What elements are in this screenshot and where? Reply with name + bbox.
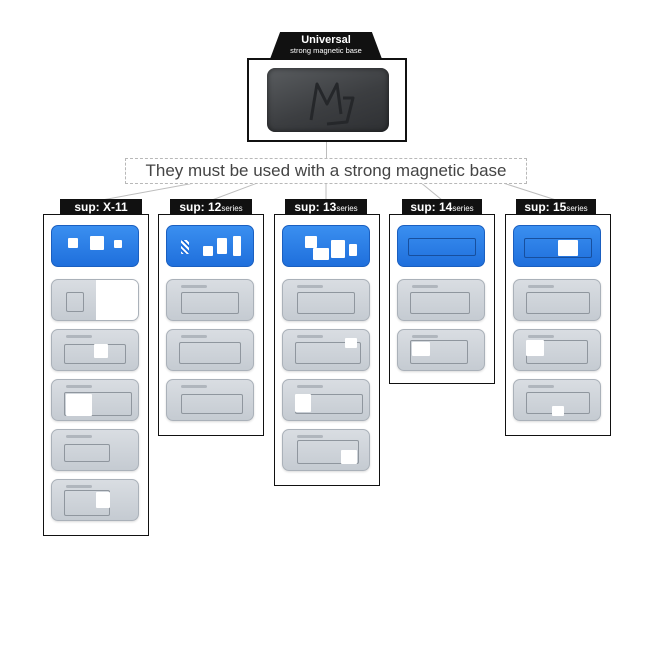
plate-blue: [166, 225, 254, 267]
plate-silver: [166, 379, 254, 421]
column-label-number: 13: [322, 200, 337, 214]
plate-blue: [397, 225, 485, 267]
column-12-frame: [158, 214, 264, 436]
plate-blue: [513, 225, 601, 267]
plate-silver: [166, 329, 254, 371]
column-label-text: sup: X-11: [74, 200, 128, 214]
connector-lines: [101, 181, 557, 201]
plate-silver: [513, 379, 601, 421]
plate-silver: [166, 279, 254, 321]
column-x11-frame: [43, 214, 149, 536]
plate-silver: [513, 279, 601, 321]
column-label-number: 14: [438, 200, 453, 214]
plate-blue: [282, 225, 370, 267]
magnetic-base-logo-icon: [309, 82, 355, 126]
plate-silver: [397, 329, 485, 371]
column-label-15: sup: 15series: [516, 199, 596, 215]
column-label-number: 12: [207, 200, 222, 214]
plate-silver: [51, 329, 139, 371]
magnetic-base-image: [267, 68, 389, 132]
column-label-suffix: series: [336, 204, 358, 213]
magnetic-base-box: [247, 58, 407, 142]
column-label-x11: sup: X-11: [60, 199, 142, 215]
column-label-suffix: series: [566, 204, 588, 213]
column-label-suffix: series: [221, 204, 243, 213]
plate-silver: [282, 429, 370, 471]
column-13-frame: [274, 214, 380, 486]
connector-line: [326, 142, 327, 158]
column-label-prefix: sup:: [294, 200, 323, 214]
plate-blue: [51, 225, 139, 267]
column-label-prefix: sup:: [179, 200, 208, 214]
column-label-12: sup: 12series: [170, 199, 252, 215]
plate-silver: [51, 279, 139, 321]
plate-silver: [397, 279, 485, 321]
header-subtitle: strong magnetic base: [290, 46, 362, 55]
plate-silver: [51, 379, 139, 421]
header-badge: Universal strong magnetic base: [270, 32, 382, 59]
column-label-number: 15: [552, 200, 567, 214]
column-label-13: sup: 13series: [285, 199, 367, 215]
header-title: Universal: [301, 34, 351, 46]
column-label-prefix: sup:: [524, 200, 553, 214]
column-15-frame: [505, 214, 611, 436]
plate-silver: [282, 329, 370, 371]
plate-silver: [282, 379, 370, 421]
column-14-frame: [389, 214, 495, 384]
plate-silver: [282, 279, 370, 321]
plate-silver: [51, 479, 139, 521]
column-label-prefix: sup:: [410, 200, 439, 214]
plate-silver: [513, 329, 601, 371]
column-label-14: sup: 14series: [402, 199, 482, 215]
plate-silver: [51, 429, 139, 471]
caption-text: They must be used with a strong magnetic…: [125, 158, 527, 184]
column-label-suffix: series: [452, 204, 474, 213]
